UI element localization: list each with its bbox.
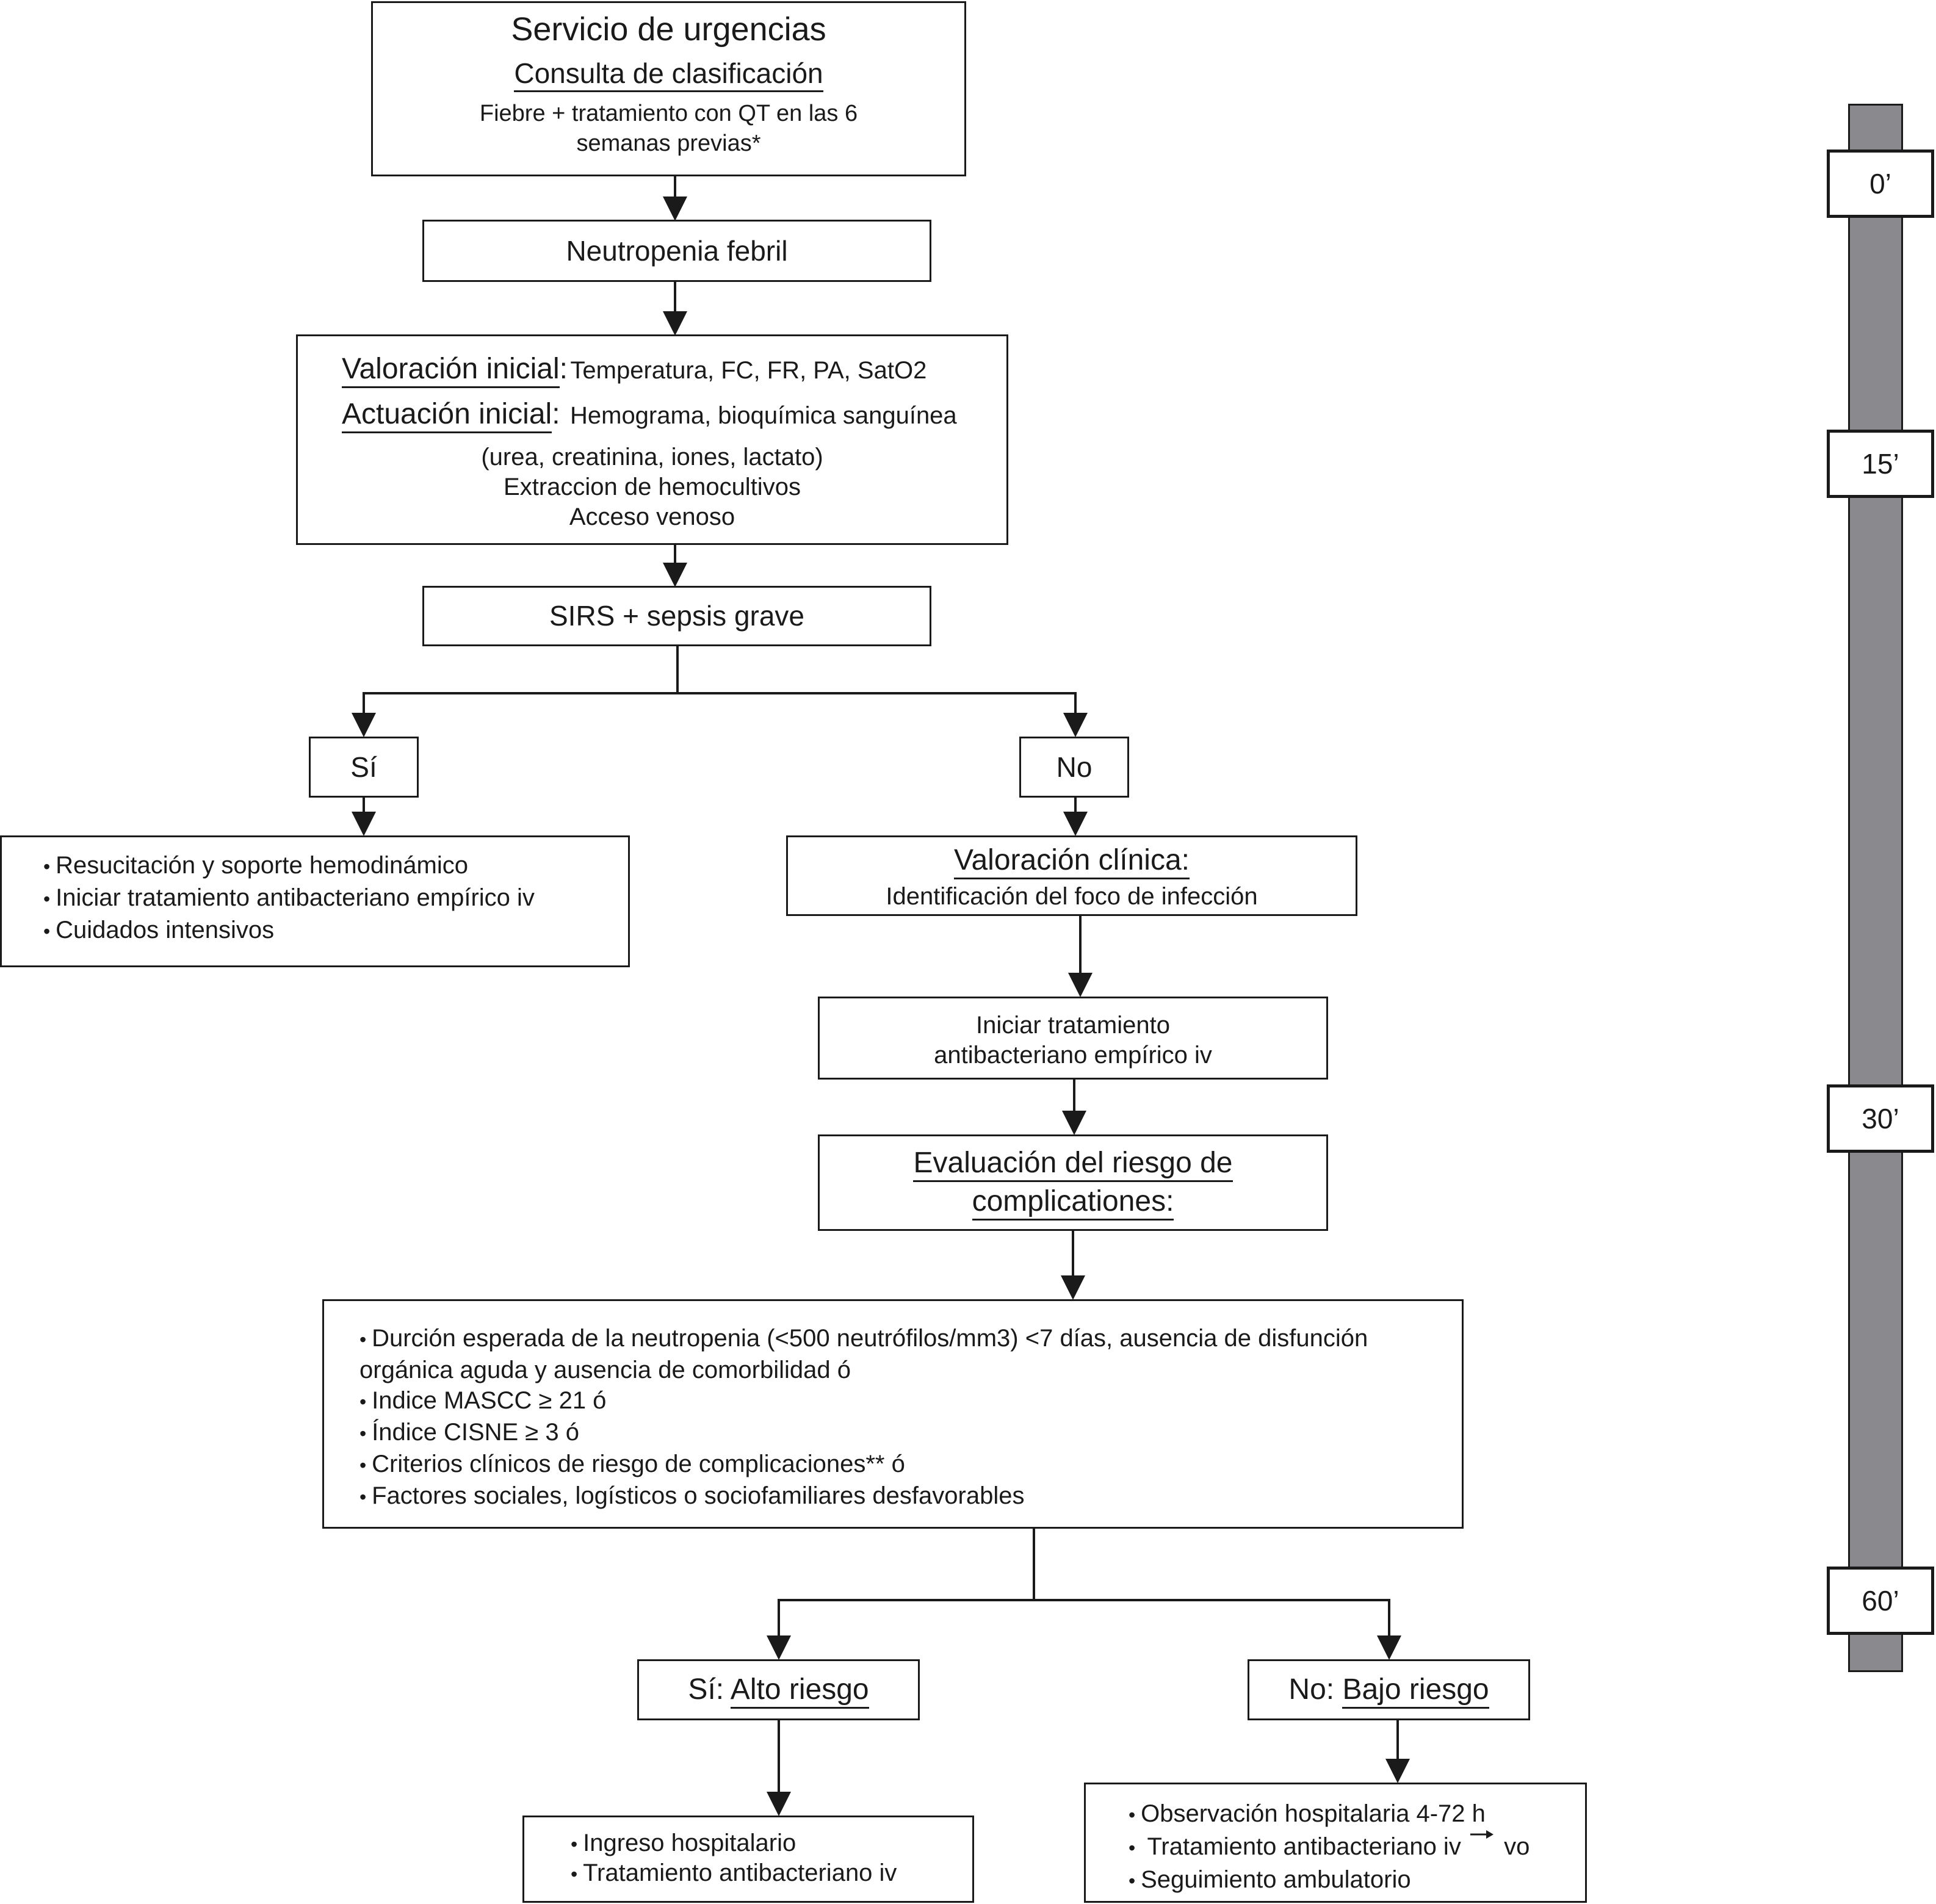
timeline-tick-30: 30’ xyxy=(1827,1084,1934,1153)
timeline-bar xyxy=(1848,104,1903,1672)
risk-criteria-box: Durción esperada de la neutropenia (<500… xyxy=(322,1299,1464,1529)
criteria-split-low xyxy=(1034,1599,1390,1657)
high-risk-label: Alto riesgo xyxy=(730,1673,869,1709)
yes-action-item: Cuidados intensivos xyxy=(43,917,628,944)
sirs-yes-label: Sí xyxy=(350,751,377,783)
risk-evaluation-line1: Evaluación del riesgo de xyxy=(913,1147,1233,1182)
low-action-item: Tratamiento antibacteriano iv vo xyxy=(1129,1830,1585,1864)
criteria-split xyxy=(778,1528,1035,1657)
start-treatment-line2: antibacteriano empírico iv xyxy=(934,1042,1212,1069)
initial-line3: (urea, creatinina, iones, lactato) xyxy=(481,444,823,471)
yes-action-item: Iniciar tratamiento antibacteriano empír… xyxy=(43,884,628,912)
triage-line1: Fiebre + tratamiento con QT en las 6 xyxy=(479,101,858,126)
criteria-item-continued: orgánica aguda y ausencia de comorbilida… xyxy=(359,1357,851,1383)
initial-line4: Extraccion de hemocultivos xyxy=(504,474,801,500)
sirs-label: SIRS + sepsis grave xyxy=(549,600,805,632)
sirs-no-box: No xyxy=(1019,737,1129,798)
high-risk-box: Sí: Alto riesgo xyxy=(637,1659,920,1720)
yes-action-item: Resucitación y soporte hemodinámico xyxy=(43,852,628,879)
sirs-yes-box: Sí xyxy=(309,737,419,798)
timeline-tick-15: 15’ xyxy=(1827,430,1934,498)
triage-title: Servicio de urgencias xyxy=(511,11,826,48)
neutropenia-label: Neutropenia febril xyxy=(566,235,788,267)
criteria-item: Criterios clínicos de riesgo de complica… xyxy=(359,1449,1462,1480)
low-risk-label: Bajo riesgo xyxy=(1342,1673,1489,1709)
timeline-tick-60: 60’ xyxy=(1827,1567,1934,1635)
arrow-right-icon xyxy=(1470,1830,1494,1839)
valoracion-inicial-text: Temperatura, FC, FR, PA, SatO2 xyxy=(570,357,927,384)
low-risk-prefix: No: xyxy=(1288,1673,1343,1706)
initial-assessment-box: Valoración inicial: Temperatura, FC, FR,… xyxy=(296,334,1008,545)
actuacion-inicial-text: Hemograma, bioquímica sanguínea xyxy=(569,402,957,429)
triage-subtitle: Consulta de clasificación xyxy=(514,57,823,92)
risk-evaluation-box: Evaluación del riesgo de complicationes: xyxy=(818,1134,1328,1231)
high-action-item: Ingreso hospitalario xyxy=(571,1830,972,1857)
sirs-split-no xyxy=(677,692,1077,735)
criteria-item: Indice MASCC ≥ 21 ó xyxy=(359,1385,1462,1417)
low-risk-actions-box: Observación hospitalaria 4-72 h Tratamie… xyxy=(1084,1783,1587,1903)
high-action-item: Tratamiento antibacteriano iv xyxy=(571,1859,972,1887)
initial-line5: Acceso venoso xyxy=(569,503,735,530)
criteria-item: Factores sociales, logísticos o sociofam… xyxy=(359,1480,1462,1512)
clinical-assessment-box: Valoración clínica: Identificación del f… xyxy=(786,835,1357,916)
valoracion-inicial-label: Valoración inicial xyxy=(342,353,560,388)
clinical-assessment-title: Valoración clínica: xyxy=(954,844,1190,879)
triage-line2: semanas previas* xyxy=(576,131,761,156)
yes-actions-box: Resucitación y soporte hemodinámico Inic… xyxy=(0,835,630,967)
sirs-no-label: No xyxy=(1056,751,1093,783)
low-risk-box: No: Bajo riesgo xyxy=(1248,1659,1530,1720)
neutropenia-box: Neutropenia febril xyxy=(422,220,931,282)
criteria-item: Índice CISNE ≥ 3 ó xyxy=(359,1417,1462,1449)
clinical-assessment-text: Identificación del foco de infección xyxy=(886,883,1258,910)
triage-box: Servicio de urgencias Consulta de clasif… xyxy=(371,1,966,176)
criteria-item: Durción esperada de la neutropenia (<500… xyxy=(359,1323,1462,1355)
sirs-split xyxy=(352,646,679,737)
low-action-item: Observación hospitalaria 4-72 h xyxy=(1129,1798,1585,1831)
timeline-tick-0: 0’ xyxy=(1827,150,1934,218)
high-risk-prefix: Sí: xyxy=(688,1673,731,1706)
start-treatment-line1: Iniciar tratamiento xyxy=(976,1012,1170,1039)
start-treatment-box: Iniciar tratamiento antibacteriano empír… xyxy=(818,997,1328,1080)
risk-evaluation-line2: complicationes: xyxy=(972,1185,1174,1221)
sirs-box: SIRS + sepsis grave xyxy=(422,586,931,646)
actuacion-inicial-label: Actuación inicial xyxy=(342,398,552,433)
high-risk-actions-box: Ingreso hospitalario Tratamiento antibac… xyxy=(522,1816,974,1903)
low-action-item: Seguimiento ambulatorio xyxy=(1129,1864,1585,1897)
